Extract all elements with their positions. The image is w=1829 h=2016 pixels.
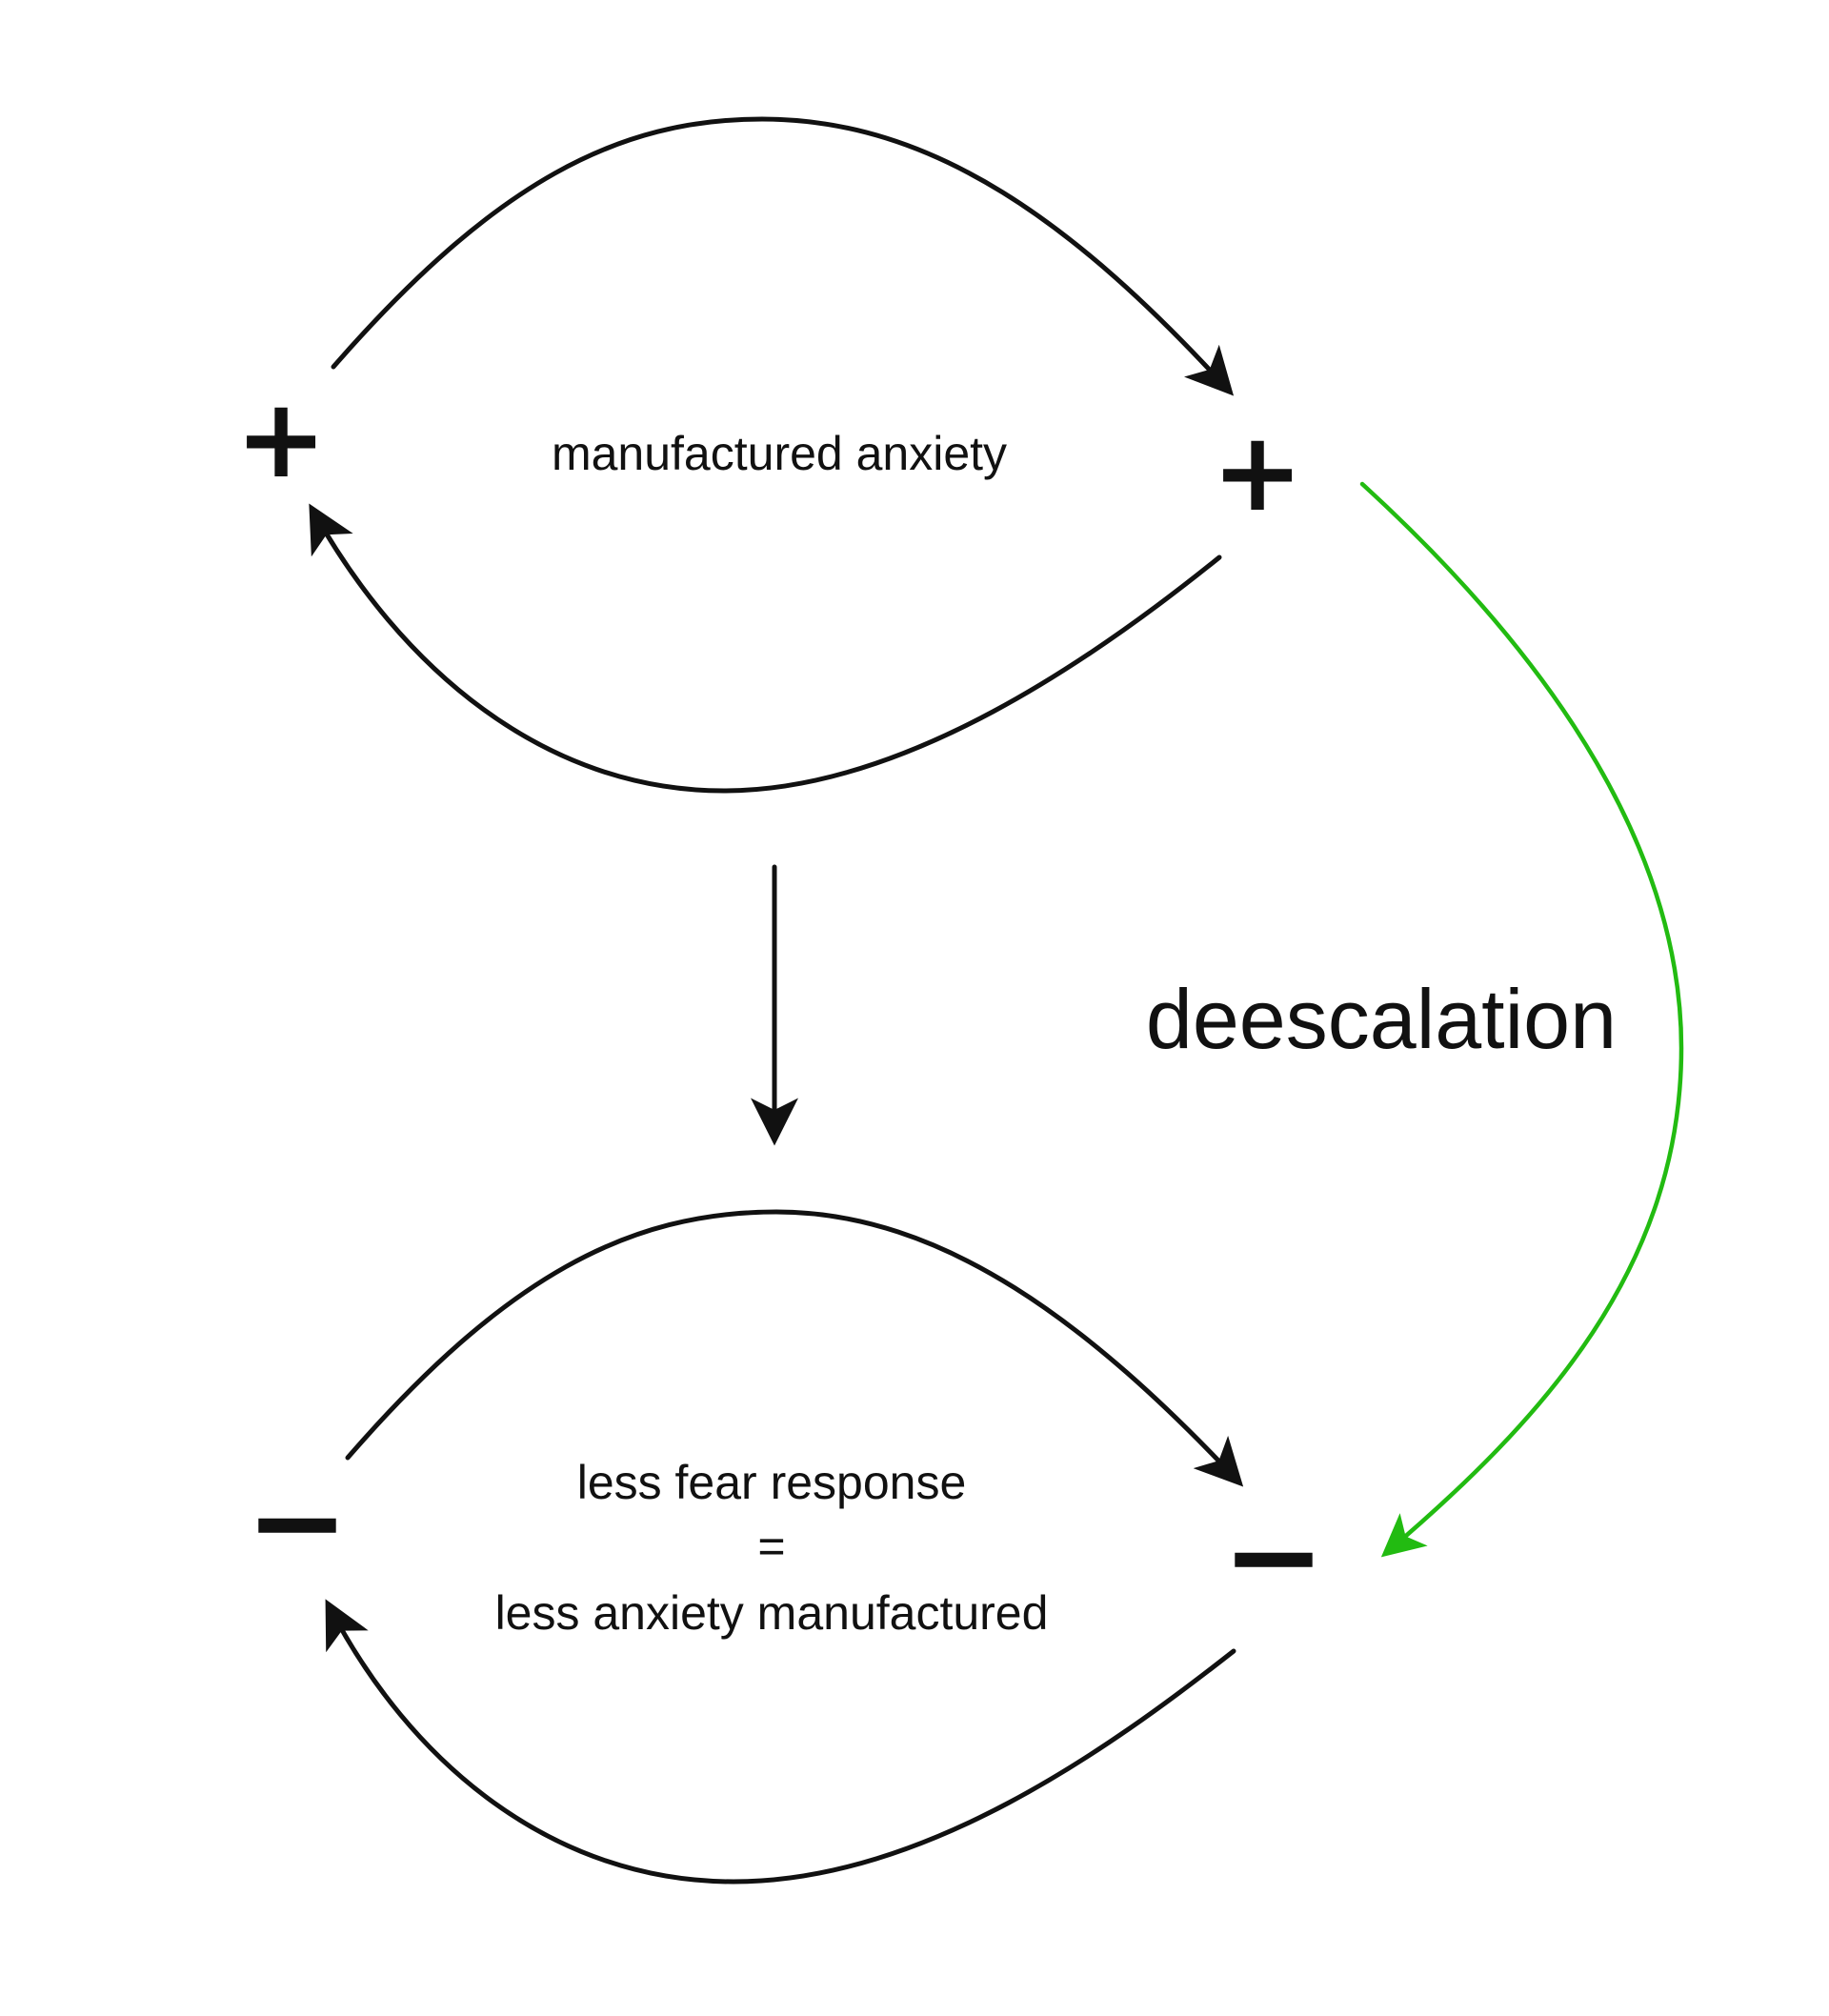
bottom-loop-label-line2: = <box>757 1520 785 1573</box>
bottom-loop-lower-arrow <box>325 1599 1236 1885</box>
top-loop-lower-arrow <box>309 503 1222 794</box>
bottom-loop-label-line3: less anxiety manufactured <box>495 1586 1049 1640</box>
bottom-right-minus-sign: − <box>1222 1483 1326 1628</box>
bottom-loop-upper-arrow <box>345 1209 1244 1487</box>
deescalation-label: deescalation <box>1146 972 1617 1066</box>
bottom-left-minus-sign: − <box>246 1449 350 1594</box>
top-right-plus-sign: + <box>1212 409 1303 536</box>
top-left-plus-sign: + <box>235 375 327 503</box>
top-loop-upper-arrow <box>331 116 1235 396</box>
bottom-loop-label-line1: less fear response <box>577 1456 967 1509</box>
deescalation-arrow <box>1359 481 1684 1558</box>
top-loop-label: manufactured anxiety <box>552 427 1007 480</box>
